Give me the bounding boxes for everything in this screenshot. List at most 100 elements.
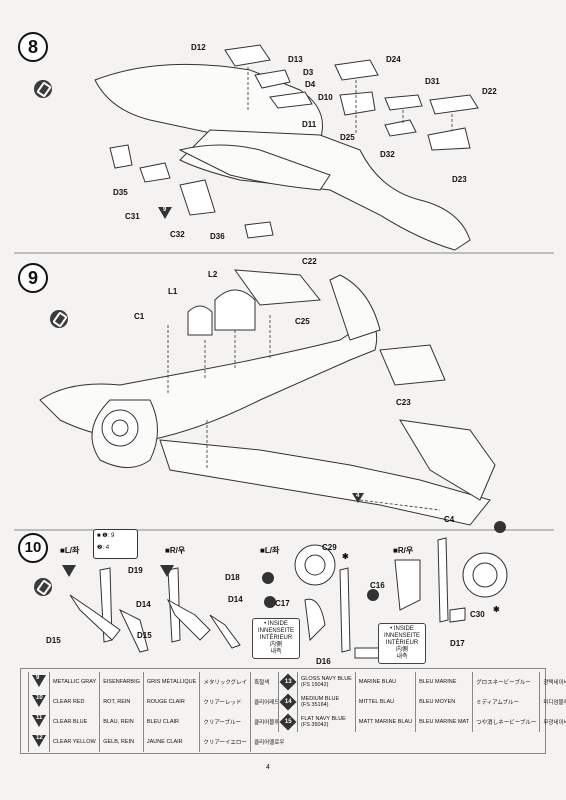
paint-icon (34, 80, 52, 98)
label-d15-right: D15 (137, 631, 152, 640)
step10-markers (62, 521, 506, 608)
step10-gear (69, 537, 508, 659)
legend-row: 9 METALLIC GRAY EISENFARBIG GRIS MÉTALLI… (28, 672, 288, 692)
note-line: 内側 (269, 642, 282, 648)
label-c4: C4 (444, 515, 455, 524)
note-line: INTÉRIEUR (385, 640, 419, 646)
paint-icon (50, 310, 68, 328)
inside-note-right: • INSIDE INNENSEITE INTÉRIEUR 内側 내측 (378, 623, 426, 664)
legend-en: CLEAR RED (48, 692, 100, 712)
paint-key-box: ■ ❶: 9 ❷: 4 (93, 529, 138, 559)
legend-ja: クリアーレッド (199, 692, 251, 712)
label-d13: D13 (288, 55, 303, 64)
note-line: • INSIDE (390, 626, 414, 632)
paint9-triangle-marker (158, 207, 172, 219)
star-mark: ✱ (493, 605, 500, 614)
right-side-label: ■R/우 (165, 546, 186, 555)
legend-en: FLAT NAVY BLUE(FS 35042) (297, 712, 356, 732)
paint-key-1: ■ ❶: (97, 533, 110, 539)
legend-code: 15 (278, 712, 298, 732)
legend-de: BLAU, REIN (99, 712, 144, 732)
legend-row: 10 CLEAR RED ROT, REIN ROUGE CLAIR クリアーレ… (28, 692, 288, 712)
label-c32: C32 (170, 230, 185, 239)
note-line: INNENSEITE (257, 628, 294, 634)
step8-parts (109, 44, 479, 239)
label-d11: D11 (302, 120, 317, 129)
left-side-label: ■L/좌 (60, 546, 80, 555)
legend-row: 12 CLEAR YELLOW GELB, REIN JAUNE CLAIR ク… (28, 732, 288, 752)
legend-ja: メタリックグレイ (199, 672, 251, 692)
legend-de: MARINE BLAU (354, 672, 416, 692)
legend-fr: BLEU MARINE (415, 672, 473, 692)
legend-ko: 광택네이비블루 (539, 672, 566, 692)
label-d3: D3 (303, 68, 314, 77)
legend-en: CLEAR BLUE (48, 712, 100, 732)
legend-code: 11 (28, 712, 50, 732)
legend-ko: 클리어옐로우 (250, 732, 288, 752)
label-d10: D10 (318, 93, 333, 102)
step-8-number: 8 (18, 32, 48, 62)
legend-en: CLEAR YELLOW (48, 732, 100, 752)
label-d17: D17 (450, 639, 465, 648)
legend-row: 11 CLEAR BLUE BLAU, REIN BLEU CLAIR クリアー… (28, 712, 288, 732)
legend-fr: BLEU MOYEN (415, 692, 473, 712)
legend-de: MITTEL BLAU (354, 692, 416, 712)
paint-key-2: ❷: (97, 545, 105, 551)
label-c31: C31 (125, 212, 140, 221)
paint-legend-right: 13 GLOSS NAVY BLUE(FS 15042) MARINE BLAU… (278, 672, 566, 732)
label-d15-left: D15 (46, 636, 61, 645)
label-d36: D36 (210, 232, 225, 241)
step-9-number: 9 (18, 263, 48, 293)
label-d14-left: D14 (136, 600, 151, 609)
legend-en: METALLIC GRAY (48, 672, 100, 692)
legend-code: 13 (278, 672, 298, 692)
star-mark: ✱ (342, 552, 349, 561)
page-number: 4 (266, 764, 270, 771)
label-c29: C29 (322, 543, 337, 552)
step9-aircraft (39, 269, 496, 526)
legend-row: 15 FLAT NAVY BLUE(FS 35042) MATT MARINE … (278, 712, 566, 732)
legend-ja: つや消しネービーブルー (472, 712, 540, 732)
label-d35: D35 (113, 188, 128, 197)
legend-fr: GRIS MÉTALLIQUE (142, 672, 200, 692)
note-line: 内側 (395, 647, 408, 653)
legend-code: 9 (28, 672, 50, 692)
label-d16: D16 (316, 657, 331, 666)
label-d4: D4 (305, 80, 316, 89)
paint-key-2-code: 4 (105, 545, 110, 551)
legend-ja: ミディアムブルー (472, 692, 540, 712)
legend-en: MEDIUM BLUE(FS 35164) (297, 692, 356, 712)
left-side-label-2: ■L/좌 (260, 546, 280, 555)
label-d23: D23 (452, 175, 467, 184)
legend-fr: BLEU MARINE MAT (415, 712, 473, 732)
label-c23: C23 (396, 398, 411, 407)
legend-de: GELB, REIN (99, 732, 144, 752)
label-d24: D24 (386, 55, 401, 64)
legend-ko: 미디엄블루 (539, 692, 566, 712)
label-d32: D32 (380, 150, 395, 159)
legend-fr: BLEU CLAIR (142, 712, 200, 732)
label-d14-right: D14 (228, 595, 243, 604)
legend-row: 14 MEDIUM BLUE(FS 35164) MITTEL BLAU BLE… (278, 692, 566, 712)
legend-de: ROT, REIN (99, 692, 144, 712)
legend-ja: クリアーイエロー (199, 732, 251, 752)
note-line: 내측 (396, 654, 408, 660)
step9-canopy (187, 289, 256, 336)
label-c17: C17 (275, 599, 290, 608)
label-d19: D19 (128, 566, 143, 575)
legend-fr: ROUGE CLAIR (142, 692, 200, 712)
step8-wing-outline (94, 63, 471, 251)
label-c16: C16 (370, 581, 385, 590)
legend-fr: JAUNE CLAIR (142, 732, 200, 752)
legend-code: 14 (278, 692, 298, 712)
note-line: • INSIDE (264, 621, 288, 627)
label-d22: D22 (482, 87, 497, 96)
paint4-triangle-marker (352, 493, 364, 503)
label-d31: D31 (425, 77, 440, 86)
paint-key-1-code: 9 (111, 533, 115, 539)
paint-code-4: 4 (356, 493, 360, 499)
label-c30: C30 (470, 610, 485, 619)
right-side-label-2: ■R/우 (393, 546, 414, 555)
